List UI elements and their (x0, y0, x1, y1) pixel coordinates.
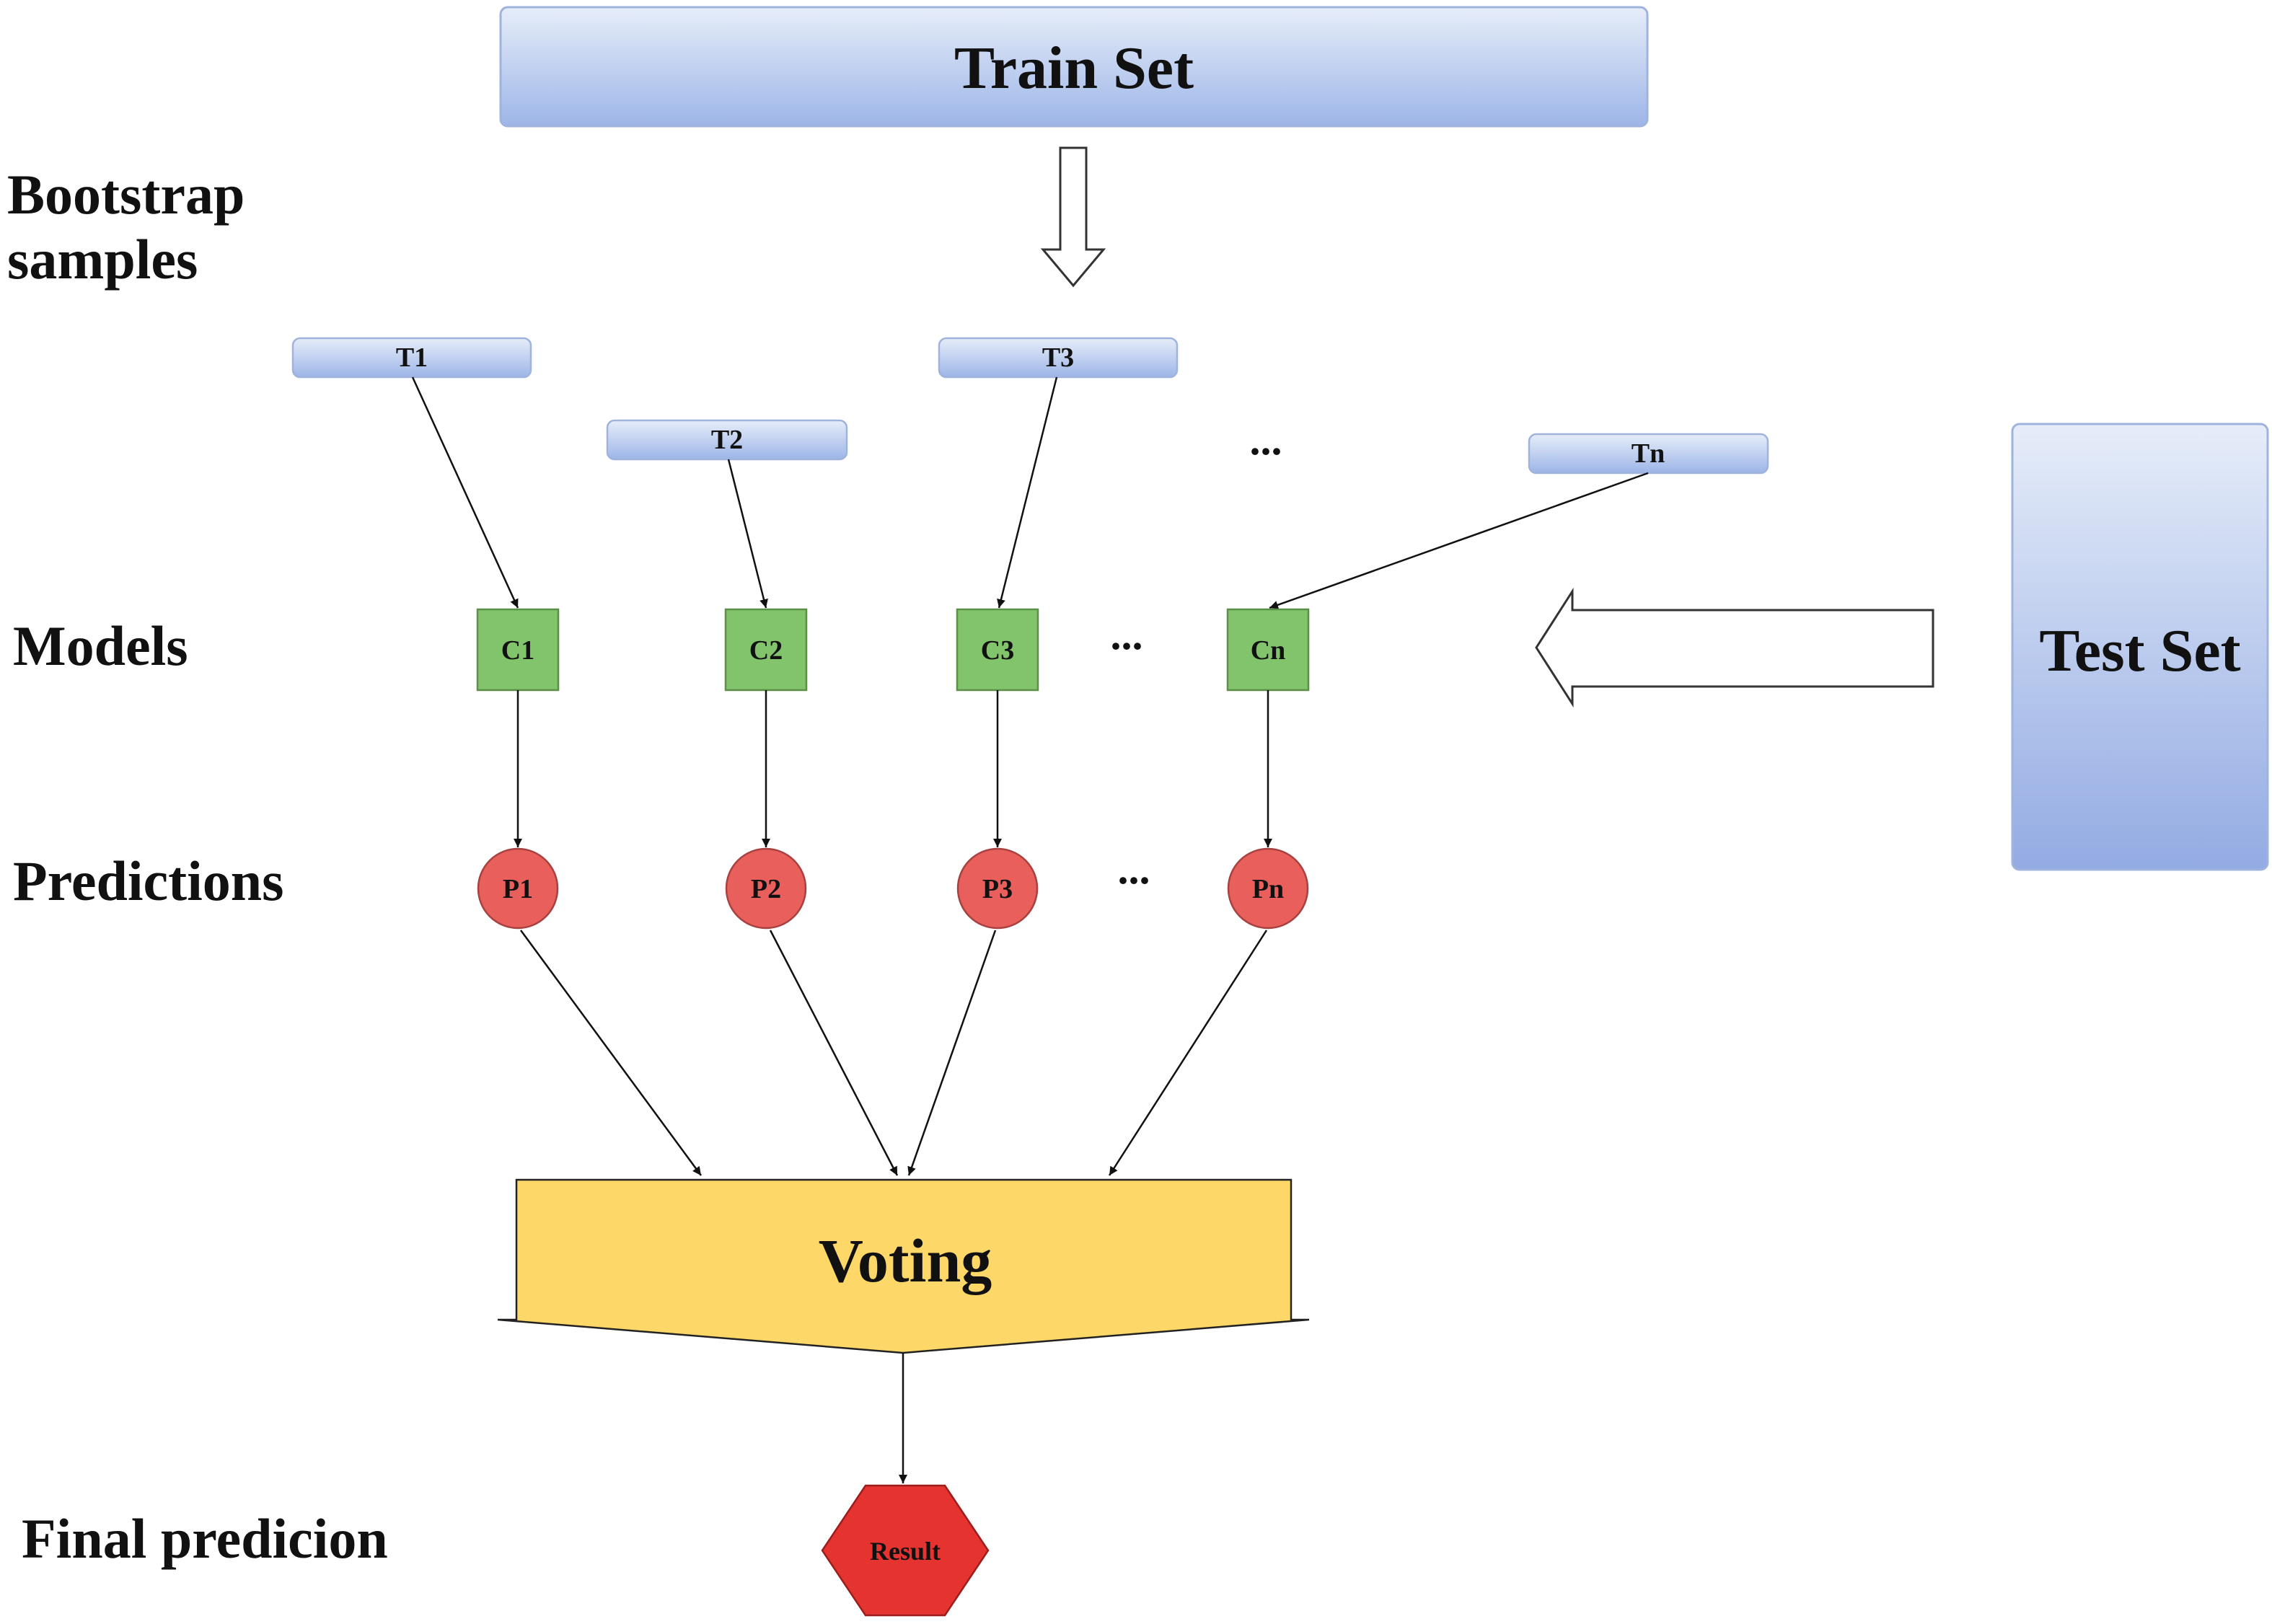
model-box-c3: C3 (956, 608, 1039, 692)
prediction-label: Pn (1252, 874, 1284, 904)
voting-block: Voting (497, 1178, 1310, 1354)
bootstrap-label-line2: samples (7, 228, 198, 291)
test-set-label: Test Set (2039, 617, 2240, 684)
sample-box-t3: T3 (938, 337, 1179, 379)
edge-tn-cn (1269, 472, 1649, 609)
prediction-node-p3: P3 (956, 847, 1039, 930)
model-box-c1: C1 (476, 608, 560, 692)
sample-box-t2: T2 (606, 419, 848, 461)
prediction-node-pn: Pn (1227, 847, 1309, 930)
final-prediction-row-label: Final predicion (22, 1507, 388, 1570)
test-left-arrow-icon (1535, 587, 1934, 708)
sample-box-tn: Tn (1528, 433, 1769, 475)
edge-t1-c1 (411, 376, 519, 609)
models-row-label: Models (13, 614, 188, 677)
edge-t3-c3 (997, 376, 1058, 609)
edge-p2-voting (769, 930, 899, 1176)
train-set-box: Train Set (499, 6, 1649, 128)
predictions-row-label: Predictions (13, 849, 284, 912)
sample-box-t1: T1 (291, 337, 532, 379)
train-set-label: Train Set (954, 35, 1194, 102)
sample-label: T3 (1042, 343, 1074, 373)
model-label: C2 (749, 635, 783, 666)
prediction-label: P2 (751, 874, 781, 904)
edge-p3-voting (907, 930, 997, 1176)
result-node: Result (821, 1484, 990, 1617)
model-label: Cn (1251, 635, 1286, 666)
model-box-cn: Cn (1226, 608, 1310, 692)
result-label: Result (870, 1537, 941, 1566)
edge-p1-voting (519, 930, 703, 1176)
model-label: C3 (981, 635, 1014, 666)
sample-label: T1 (396, 343, 428, 373)
model-box-c2: C2 (724, 608, 808, 692)
prediction-node-p1: P1 (477, 847, 559, 930)
samples-ellipsis: ... (1250, 416, 1282, 464)
edge-pn-voting (1108, 930, 1268, 1176)
voting-label: Voting (819, 1226, 992, 1295)
sample-label: Tn (1632, 438, 1665, 469)
prediction-label: P1 (503, 874, 533, 904)
model-label: C1 (501, 635, 534, 666)
train-down-arrow-icon (1040, 146, 1106, 288)
prediction-label: P3 (982, 874, 1013, 904)
predictions-ellipsis: ... (1118, 845, 1150, 893)
edge-t2-c2 (727, 459, 768, 609)
prediction-node-p2: P2 (725, 847, 807, 930)
bootstrap-label-line1: Bootstrap (7, 163, 245, 226)
test-set-box: Test Set (2011, 423, 2269, 871)
sample-label: T2 (711, 425, 743, 455)
models-ellipsis: ... (1111, 611, 1143, 658)
